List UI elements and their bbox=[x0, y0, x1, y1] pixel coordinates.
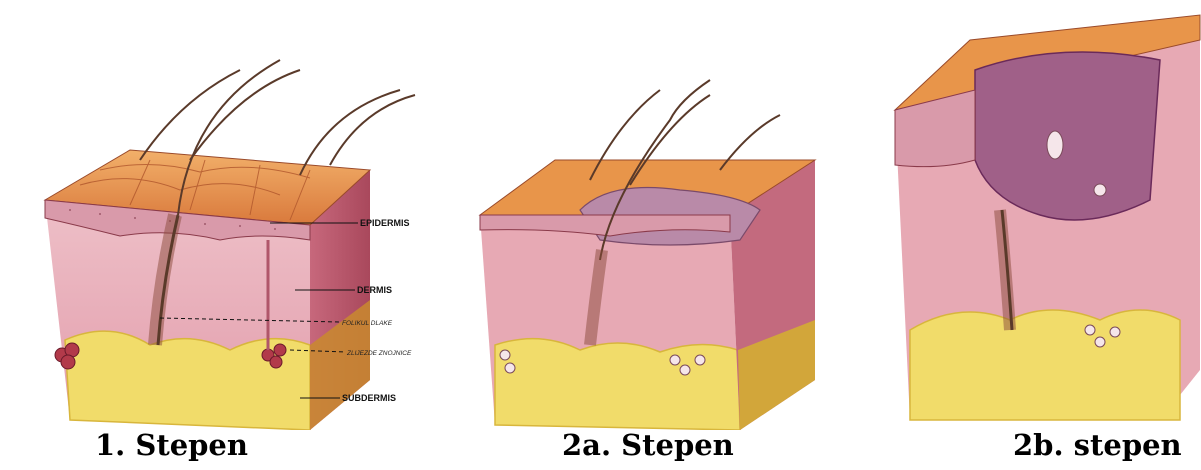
skin-diagram-second-degree-b bbox=[880, 0, 1201, 430]
subdermis-fat bbox=[495, 339, 740, 430]
caption-first-degree: 1. Stepen bbox=[95, 428, 248, 462]
label-folikul: FOLIKUL DLAKE bbox=[342, 320, 393, 327]
label-epidermis: EPIDERMIS bbox=[360, 218, 410, 228]
label-subdermis: SUBDERMIS bbox=[342, 393, 396, 403]
subdermis-fat bbox=[65, 331, 310, 430]
caption-second-degree-b: 2b. stepen bbox=[1013, 428, 1182, 462]
skin-diagram-first-degree: EPIDERMIS DERMIS FOLIKUL DLAKE ZLIJEZDE … bbox=[40, 0, 440, 430]
deep-wound bbox=[975, 52, 1160, 220]
label-dermis: DERMIS bbox=[357, 285, 392, 295]
label-zlijezde: ZLIJEZDE ZNOJNICE bbox=[346, 350, 412, 357]
caption-second-degree-a: 2a. Stepen bbox=[562, 428, 734, 462]
skin-diagram-second-degree-a bbox=[470, 0, 820, 430]
subdermis-fat bbox=[910, 310, 1180, 420]
